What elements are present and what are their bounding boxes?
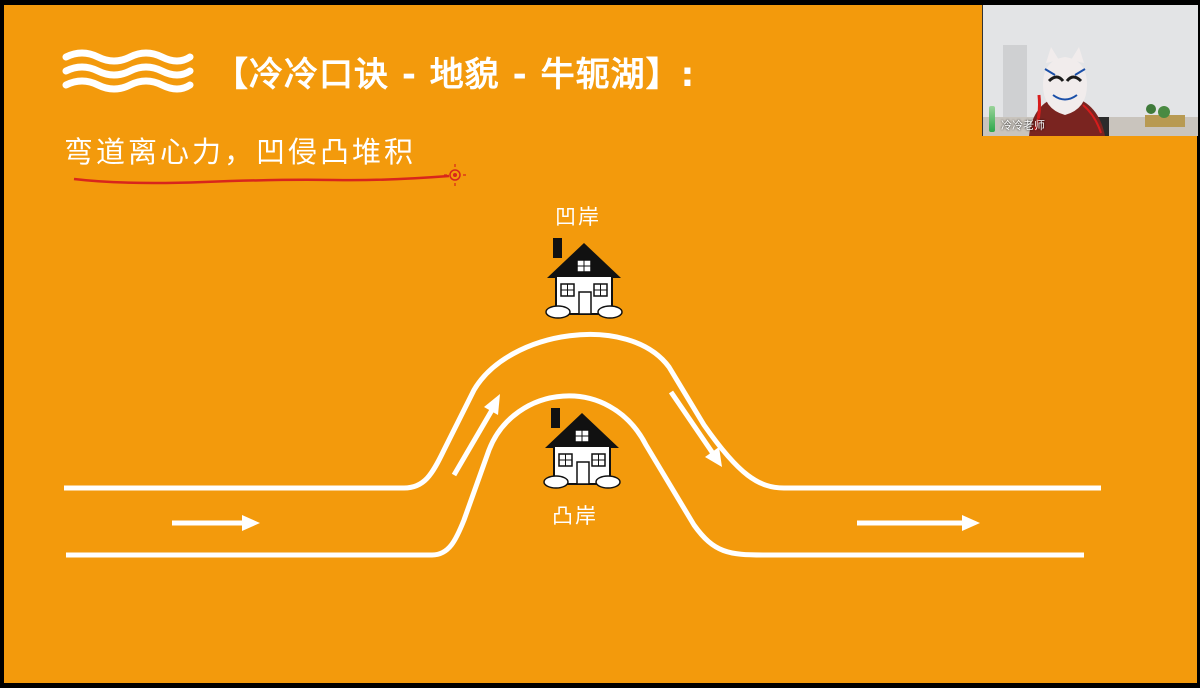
river-bank-lower bbox=[66, 393, 1084, 558]
arrow-down-right-icon bbox=[668, 390, 722, 467]
slide-title: 【冷冷口诀 - 地貌 - 牛轭湖】: bbox=[214, 54, 696, 95]
title-row: 【冷冷口诀 - 地貌 - 牛轭湖】: bbox=[62, 43, 695, 99]
waves-icon bbox=[62, 49, 194, 93]
mnemonic-text: 弯道离心力，凹侵凸堆积 bbox=[64, 135, 417, 169]
convex-bank-label: 凸岸 bbox=[552, 504, 598, 528]
concave-bank-label: 凹岸 bbox=[555, 205, 601, 229]
arrow-right-icon bbox=[857, 515, 980, 531]
meander-diagram bbox=[64, 164, 1101, 558]
webcam-preview[interactable]: 冷冷老师 bbox=[982, 5, 1198, 136]
arrow-right-icon bbox=[172, 515, 260, 531]
mic-level-icon bbox=[989, 106, 995, 132]
red-underline bbox=[73, 174, 450, 185]
webcam-video bbox=[983, 5, 1198, 136]
pointer-icon bbox=[444, 164, 466, 186]
house-icon bbox=[545, 238, 623, 319]
house-icon bbox=[543, 408, 621, 489]
webcam-name-label: 冷冷老师 bbox=[1001, 119, 1045, 132]
arrow-up-right-icon bbox=[451, 394, 500, 477]
river-bank-upper bbox=[64, 331, 1101, 491]
